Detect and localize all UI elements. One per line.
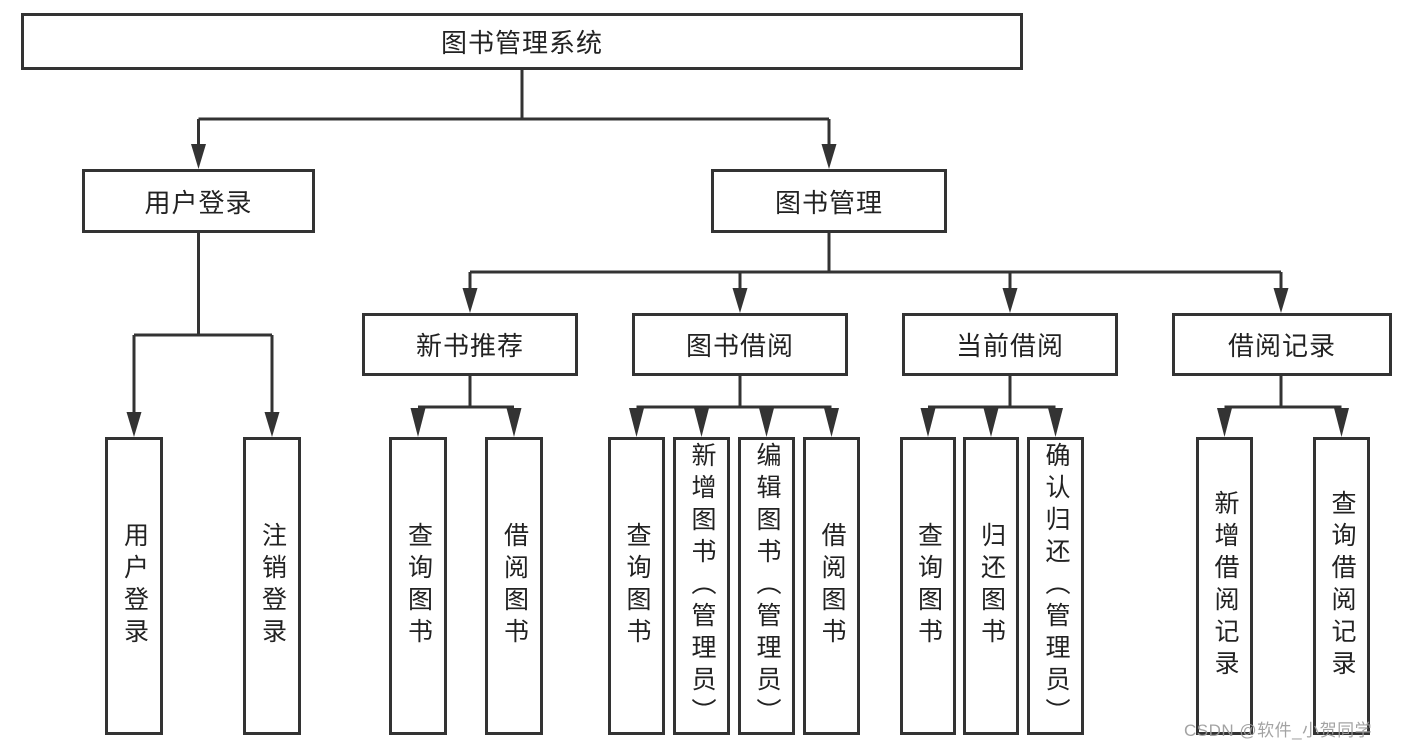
connector-book-borrow-to-leaves xyxy=(629,375,839,437)
leaf-user-login: 用户登录 xyxy=(105,437,163,735)
leaf-logout: 注销登录 xyxy=(243,437,301,735)
leaf-borrow-query-books: 查询图书 xyxy=(608,437,665,735)
connector-line xyxy=(928,375,1056,409)
leaf-borrow-edit-books-admin: 编辑图书（管理员） xyxy=(738,437,795,735)
arrowhead-icon xyxy=(732,288,748,313)
node-borrow-records: 借阅记录 xyxy=(1172,313,1392,376)
connector-user-login-to-leaves xyxy=(126,232,280,437)
arrowhead-icon xyxy=(264,412,280,437)
connector-line xyxy=(1224,375,1342,409)
arrowhead-icon xyxy=(920,408,936,437)
csdn-watermark: CSDN @软件_小贺同学 xyxy=(1184,721,1373,740)
node-new-book-recommend: 新书推荐 xyxy=(362,313,578,376)
arrowhead-icon xyxy=(126,412,142,437)
connector-new-book-to-leaves xyxy=(410,375,522,437)
arrowhead-icon xyxy=(983,408,999,437)
arrowhead-icon xyxy=(506,408,522,437)
arrowhead-icon xyxy=(1048,408,1063,437)
leaf-newbook-query-books: 查询图书 xyxy=(389,437,447,735)
arrowhead-icon xyxy=(759,408,774,437)
leaf-current-confirm-return-admin: 确认归还（管理员） xyxy=(1027,437,1084,735)
arrowhead-icon xyxy=(1217,408,1232,437)
connector-book-management-to-level3 xyxy=(462,231,1289,313)
connector-borrow-record-to-leaves xyxy=(1217,375,1349,437)
arrowhead-icon xyxy=(694,408,709,437)
leaf-current-return-books: 归还图书 xyxy=(963,437,1019,735)
connector-line xyxy=(197,69,831,146)
leaf-borrow-add-books-admin: 新增图书（管理员） xyxy=(673,437,730,735)
node-current-borrow: 当前借阅 xyxy=(902,313,1118,376)
arrowhead-icon xyxy=(1002,288,1018,313)
connector-current-borrow-to-leaves xyxy=(920,375,1063,437)
arrowhead-icon xyxy=(821,144,837,169)
arrowhead-icon xyxy=(1334,408,1349,437)
arrowhead-icon xyxy=(410,408,426,437)
arrowhead-icon xyxy=(824,408,839,437)
node-user-login: 用户登录 xyxy=(82,169,315,233)
arrowhead-icon xyxy=(462,288,478,313)
connector-line xyxy=(418,375,514,409)
arrowhead-icon xyxy=(629,408,644,437)
leaf-records-query-record: 查询借阅记录 xyxy=(1313,437,1370,735)
leaf-records-add-record: 新增借阅记录 xyxy=(1196,437,1253,735)
arrowhead-icon xyxy=(191,144,206,169)
connector-line xyxy=(636,375,832,409)
leaf-newbook-borrow-books: 借阅图书 xyxy=(485,437,543,735)
arrowhead-icon xyxy=(1273,288,1289,313)
leaf-current-query-books: 查询图书 xyxy=(900,437,956,735)
node-library-management-system: 图书管理系统 xyxy=(21,13,1023,70)
connector-line xyxy=(468,231,1283,290)
node-book-borrow: 图书借阅 xyxy=(632,313,848,376)
leaf-borrow-borrow-books: 借阅图书 xyxy=(803,437,860,735)
node-book-management: 图书管理 xyxy=(711,169,947,233)
connector-line xyxy=(132,232,274,414)
connector-root-to-level2 xyxy=(191,69,837,169)
